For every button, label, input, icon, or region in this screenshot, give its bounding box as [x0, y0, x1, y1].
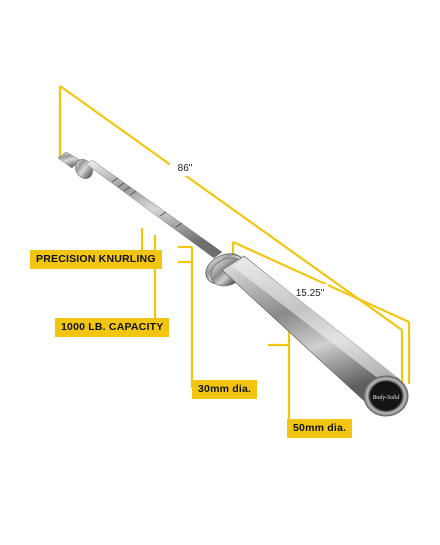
- knurling-marks: [111, 177, 183, 228]
- callout-capacity: 1000 LB. CAPACITY: [55, 318, 170, 337]
- barbell: Body-Solid: [57, 151, 409, 417]
- callout-precision-knurling: PRECISION KNURLING: [30, 250, 162, 269]
- callout-shaft-diameter: 30mm dia.: [192, 380, 258, 399]
- end-cap-logo: Body-Solid: [373, 395, 401, 401]
- sleeve-length-label: 15.25": [296, 288, 325, 299]
- length-label: 86": [178, 163, 193, 174]
- length-label-bg: [170, 158, 200, 176]
- dimension-lines: [58, 85, 411, 427]
- sleeve-length-label-bg: [292, 284, 328, 300]
- callout-sleeve-diameter: 50mm dia.: [287, 419, 353, 438]
- bar-shaft: [85, 159, 223, 259]
